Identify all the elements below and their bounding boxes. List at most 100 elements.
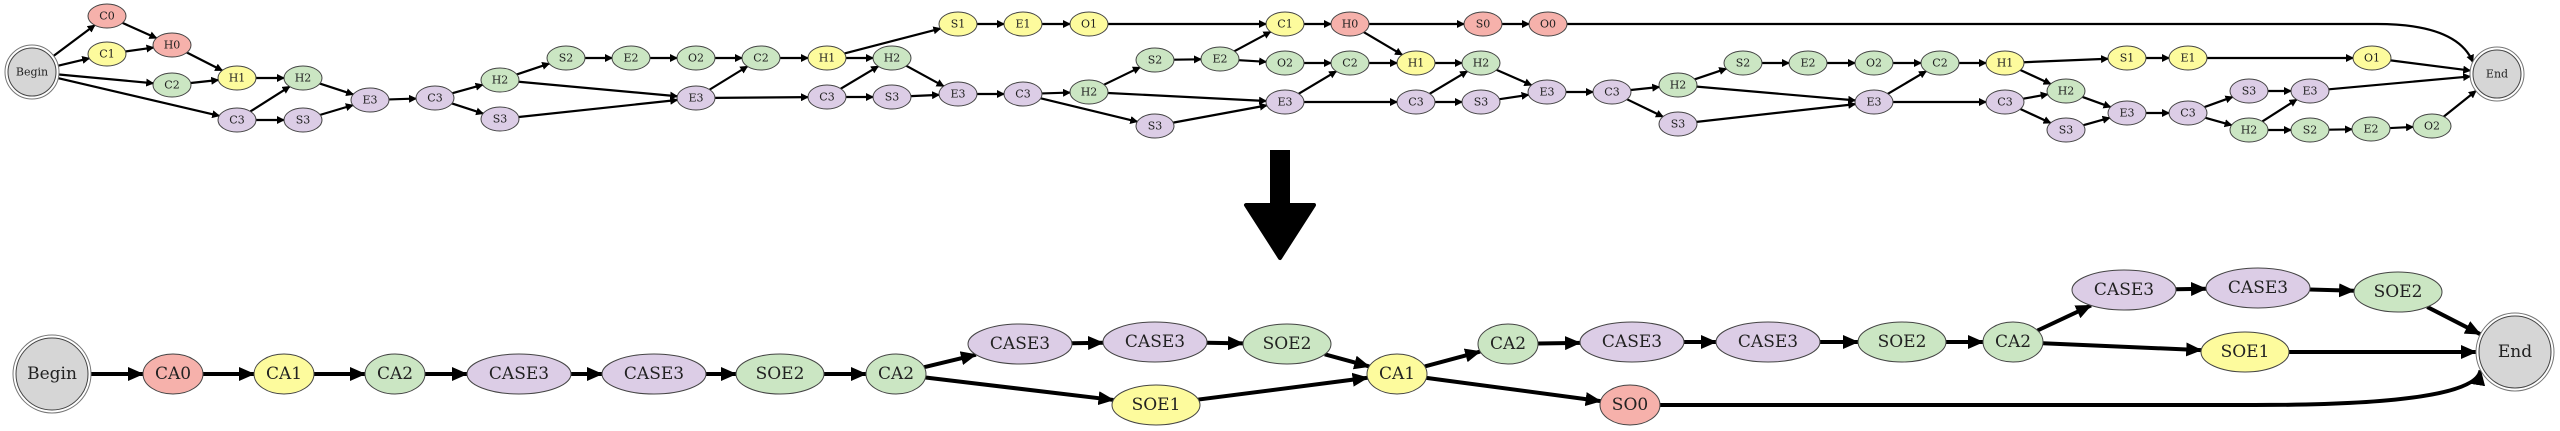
top-graph-edge (2082, 95, 2112, 109)
node-label: CA2 (1995, 332, 2031, 352)
top-graph-node: C2 (152, 72, 192, 98)
top-graph-edge (451, 102, 485, 116)
bottom-graph-edge (925, 375, 1115, 406)
node-label: H0 (164, 39, 181, 52)
node-label: S2 (2303, 124, 2318, 137)
node-label: CASE3 (1125, 332, 1185, 352)
node-ellipse (217, 107, 257, 133)
top-graph-node: E1 (1003, 11, 1043, 37)
top-graph-node: S2 (1723, 50, 1763, 76)
node-ellipse (2168, 100, 2208, 126)
top-graph-node: O2 (2412, 113, 2452, 139)
bottom-graph-edge (1324, 352, 1371, 370)
node-ellipse (152, 72, 192, 98)
top-graph-edge (249, 85, 291, 113)
node-label: CA2 (1490, 334, 1526, 354)
node-label: E3 (362, 94, 377, 107)
top-graph-edge (518, 80, 679, 100)
top-graph-edge (190, 76, 220, 85)
node-label: O2 (688, 52, 704, 65)
top-graph-edge (186, 51, 224, 72)
bottom-graph-edge (1537, 336, 1582, 351)
node-ellipse (2107, 45, 2147, 71)
top-graph-edge (319, 103, 354, 116)
node-ellipse (350, 87, 390, 113)
node-ellipse (2168, 45, 2208, 71)
node-ellipse (2412, 113, 2452, 139)
top-graph-edge (518, 96, 679, 119)
node-ellipse (253, 353, 315, 395)
top-graph-edge (1041, 88, 1072, 97)
top-graph-edge (1499, 91, 1530, 101)
top-graph-edge (52, 24, 96, 57)
node-ellipse (1135, 47, 1175, 73)
top-graph-node: O1 (1069, 11, 1109, 37)
node-label: H2 (1473, 57, 1490, 70)
terminal-inner-circle (2478, 315, 2552, 389)
top-graph-node: O0 (1528, 11, 1568, 37)
bottom-graph-node: SOE2 (1857, 321, 1947, 363)
top-graph-node: H1 (1985, 50, 2025, 76)
node-ellipse (741, 45, 781, 71)
node-label: SOE2 (1878, 332, 1927, 352)
node-ellipse (1461, 50, 1501, 76)
node-label: S3 (885, 91, 900, 104)
node-label: E3 (950, 88, 965, 101)
node-ellipse (735, 353, 825, 395)
top-graph-node: E2 (2351, 116, 2391, 142)
node-label: C3 (819, 91, 834, 104)
node-label: C0 (99, 10, 114, 23)
node-label: C3 (1015, 88, 1030, 101)
bottom-graph-node: CASE3 (2205, 267, 2311, 309)
node-label: O2 (1866, 57, 1882, 70)
node-ellipse (967, 323, 1073, 365)
top-graph-node: O2 (1854, 50, 1894, 76)
node-label: S3 (1671, 118, 1686, 131)
bottom-graph-node: SOE2 (1242, 323, 1332, 365)
node-ellipse (2290, 78, 2330, 104)
bottom-graph-node: CA2 (1982, 321, 2044, 363)
node-ellipse (872, 84, 912, 110)
node-ellipse (1069, 11, 1109, 37)
top-graph-edges (52, 20, 2477, 134)
top-graph-node: C1 (87, 41, 127, 67)
node-ellipse (1265, 50, 1305, 76)
top-graph-node: H2 (1461, 50, 1501, 76)
top-graph-node: H2 (1658, 72, 1698, 98)
top-graph-node: S1 (2107, 45, 2147, 71)
node-label: SOE2 (756, 364, 805, 384)
node-label: CASE3 (2228, 278, 2288, 298)
node-label: S3 (296, 114, 311, 127)
node-ellipse (1985, 50, 2025, 76)
node-label: E2 (2363, 123, 2378, 136)
node-ellipse (2352, 45, 2392, 71)
top-graph-node: E3 (1854, 89, 1894, 115)
node-label: H2 (884, 52, 901, 65)
top-graph-edge (709, 65, 749, 91)
node-ellipse (1111, 384, 1201, 426)
node-label: SOE2 (2374, 282, 2423, 302)
node-label: H1 (819, 52, 836, 65)
bottom-graph-node: CA0 (142, 353, 204, 395)
node-ellipse (2071, 269, 2177, 311)
node-label: H2 (492, 74, 509, 87)
node-ellipse (2205, 267, 2311, 309)
top-graph-node: E2 (1200, 46, 1240, 72)
node-label: E1 (1015, 18, 1030, 31)
node-ellipse (1854, 89, 1894, 115)
node-label: C3 (229, 114, 244, 127)
node-label: S3 (2242, 85, 2257, 98)
node-ellipse (1599, 384, 1661, 426)
top-graph-node: S2 (1135, 47, 1175, 73)
top-graph-edge (1887, 70, 1927, 95)
top-graph-node: S3 (2046, 117, 2086, 143)
top-graph-node: H1 (1396, 50, 1436, 76)
node-ellipse (1463, 11, 1503, 37)
node-ellipse (2107, 100, 2147, 126)
top-graph-node: C1 (1265, 11, 1305, 37)
top-graph-node: C3 (1003, 81, 1043, 107)
top-graph-node: E2 (611, 45, 651, 71)
node-label: C2 (164, 79, 179, 92)
node-ellipse (87, 3, 127, 29)
